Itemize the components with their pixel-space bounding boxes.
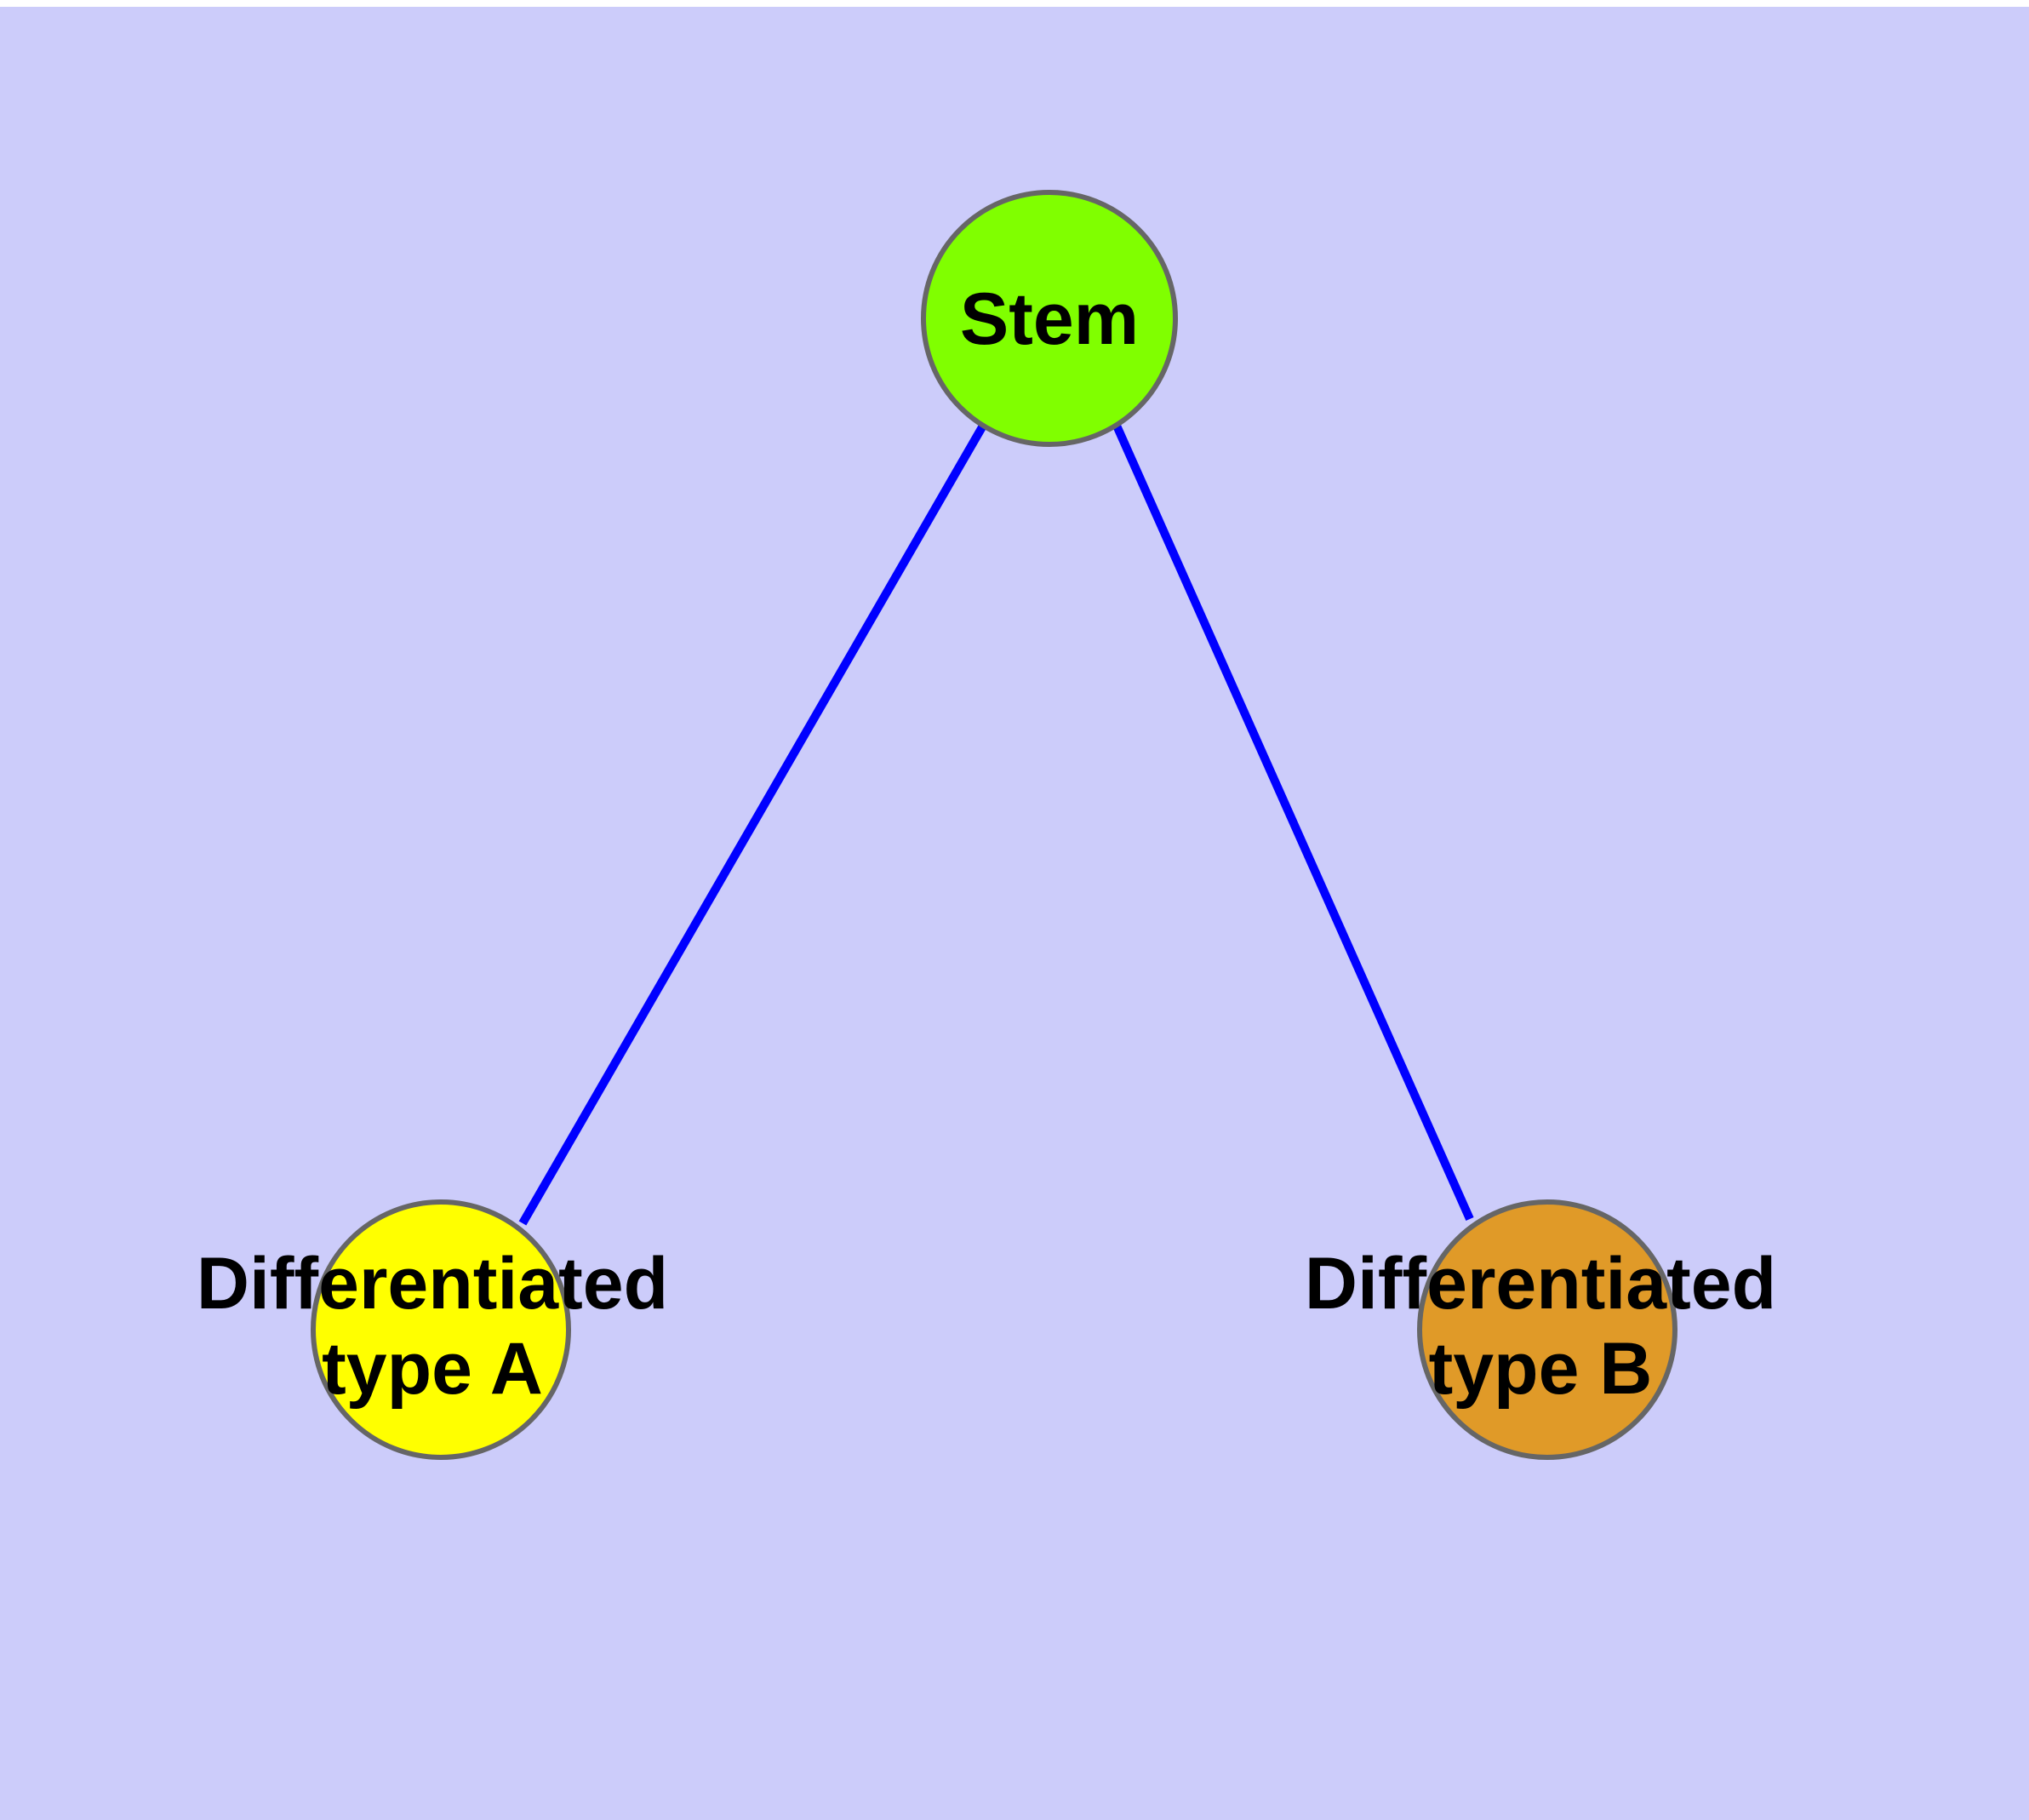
node-circle-diff_a[interactable] [311, 1199, 571, 1460]
node-label-line: type B [1429, 1328, 1653, 1410]
node-circle-diff_b[interactable] [1417, 1199, 1677, 1460]
node-label-line: Differentiated [197, 1243, 668, 1325]
graph-edge-stem-diff_b[interactable] [1112, 423, 1474, 1222]
graph-edge-stem-diff_a[interactable] [518, 423, 987, 1226]
node-label-line: Stem [960, 278, 1139, 360]
graph-node-stem[interactable]: Stem [921, 190, 1178, 447]
node-label-line: type A [322, 1328, 543, 1410]
node-label-stem: Stem [960, 278, 1139, 360]
node-label-line: Differentiated [1305, 1243, 1776, 1325]
edges-layer [518, 423, 1474, 1226]
node-circle-stem[interactable] [921, 190, 1178, 447]
